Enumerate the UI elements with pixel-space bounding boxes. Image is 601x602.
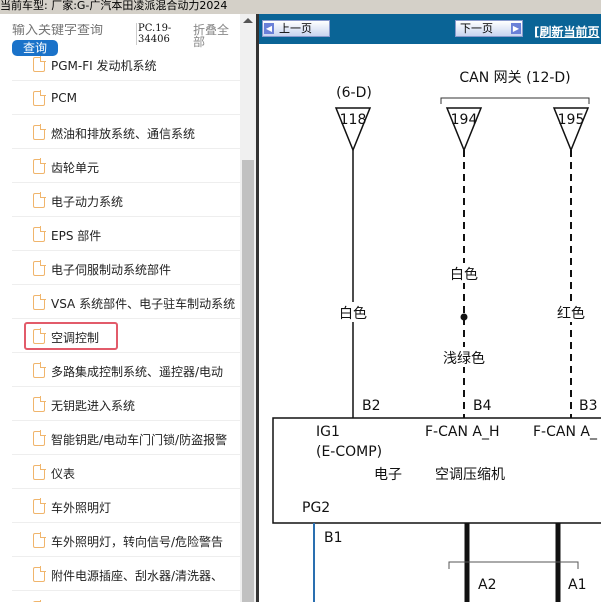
prev-label: 上一页 xyxy=(279,22,312,35)
tree-item-label: 仪表 xyxy=(51,467,76,481)
tree-item-label: 空调控制 xyxy=(51,331,100,345)
document-icon xyxy=(33,430,46,446)
wire-color: 红色 xyxy=(557,305,585,322)
ecomp-label: (E-COMP) xyxy=(316,444,382,460)
wire-color: 白色 xyxy=(339,305,367,322)
fcan-l-label: F-CAN A_ xyxy=(533,424,598,440)
document-icon xyxy=(33,260,46,276)
next-label: 下一页 xyxy=(460,22,493,35)
tree-item-label: 智能钥匙/电动车门门锁/防盗报警 xyxy=(51,433,228,447)
document-icon xyxy=(33,226,46,242)
tree-item-label: 电子动力系统 xyxy=(51,195,124,209)
document-icon xyxy=(33,124,46,140)
wire-color: 白色 xyxy=(450,266,478,283)
document-icon xyxy=(33,362,46,378)
pin-a1: A1 xyxy=(568,577,586,593)
selection-highlight xyxy=(24,322,118,350)
tree-item-label: VSA 系统部件、电子驻车制动系统 xyxy=(51,297,236,311)
document-icon xyxy=(33,464,46,480)
document-icon xyxy=(33,56,46,72)
tree-item-label: EPS 部件 xyxy=(51,229,102,243)
document-icon xyxy=(33,158,46,174)
component-name: 空调压缩机 xyxy=(435,467,505,483)
tree-item-label: 车外照明灯 xyxy=(51,501,112,515)
gateway-bracket xyxy=(440,97,590,104)
tree-item-label: 多路集成控制系统、遥控器/电动 xyxy=(51,365,224,379)
scroll-thumb[interactable] xyxy=(242,160,254,602)
document-icon xyxy=(33,498,46,514)
pin-a2: A2 xyxy=(478,577,496,593)
pin-b3: B3 xyxy=(579,398,598,414)
tree-item-label: 车外照明灯，转向信号/危险警告 xyxy=(51,535,224,549)
pin-b4: B4 xyxy=(473,398,492,414)
ig1-label: IG1 xyxy=(316,424,340,440)
prev-page-button[interactable]: ◀ 上一页 xyxy=(262,20,330,37)
collapse-all-button[interactable]: 折叠全部 xyxy=(193,23,230,49)
document-icon xyxy=(33,566,46,582)
pin-b2: B2 xyxy=(362,398,381,414)
pg2-label: PG2 xyxy=(302,500,330,516)
arrow-left-icon: ◀ xyxy=(264,23,274,34)
component-name: 电子 xyxy=(374,467,402,483)
ref-label: (6-D) xyxy=(336,85,372,101)
tree-item-label: 燃油和排放系统、通信系统 xyxy=(51,127,196,141)
document-code: PC.19-34406 xyxy=(136,23,176,45)
connector-bracket xyxy=(448,561,579,569)
tree-item[interactable]: EPS 部件 xyxy=(12,217,242,251)
gateway-label: CAN 网关 (12-D) xyxy=(459,70,570,86)
sidebar: 查询 PC.19-34406 折叠全部 PGM-FI 发动机系统 PCM 燃油和排放… xyxy=(0,14,256,602)
search-input[interactable] xyxy=(12,24,132,38)
terminal-118: 118 xyxy=(340,112,367,128)
tree-item[interactable]: 附件电源插座、刮水器/清洗器、 xyxy=(12,557,242,591)
tree-item[interactable]: PGM-FI 发动机系统 xyxy=(12,47,242,81)
document-icon xyxy=(33,90,46,106)
page-toolbar: ◀ 上一页 下一页 ▶ [刷新当前页 xyxy=(259,14,601,44)
terminal-triangle xyxy=(334,107,372,152)
search-button[interactable]: 查询 xyxy=(12,40,58,56)
scroll-up-icon[interactable] xyxy=(243,18,253,23)
splice-dot xyxy=(460,313,468,321)
tree-item[interactable]: PCM xyxy=(12,81,242,115)
tree-item[interactable]: 车外照明灯，转向信号/危险警告 xyxy=(12,523,242,557)
tree-item[interactable]: 车外照明灯 xyxy=(12,489,242,523)
tree-item[interactable]: 多路集成控制系统、遥控器/电动 xyxy=(12,353,242,387)
tree-item-label: PCM xyxy=(51,91,77,105)
splitter[interactable] xyxy=(256,14,259,602)
tree-item[interactable]: VSA 系统部件、电子驻车制动系统 xyxy=(12,285,242,319)
tree-item[interactable]: 智能钥匙/电动车门门锁/防盗报警 xyxy=(12,421,242,455)
tree-item[interactable]: 车内照明灯 xyxy=(12,591,242,602)
document-icon xyxy=(33,294,46,310)
terminal-194: 194 xyxy=(451,112,478,128)
tree-item-label: 无钥匙进入系统 xyxy=(51,399,136,413)
document-icon xyxy=(33,328,46,344)
terminal-triangle xyxy=(445,107,483,152)
scrollbar[interactable] xyxy=(240,14,256,602)
tree-item[interactable]: 空调控制 xyxy=(12,319,242,353)
component-box xyxy=(272,417,601,524)
document-icon xyxy=(33,192,46,208)
terminal-triangle xyxy=(552,107,590,152)
refresh-link[interactable]: [刷新当前页 xyxy=(534,25,600,39)
tree-item[interactable]: 齿轮单元 xyxy=(12,149,242,183)
tree-item[interactable]: 仪表 xyxy=(12,455,242,489)
pin-b1: B1 xyxy=(324,530,343,546)
terminal-195: 195 xyxy=(558,112,585,128)
arrow-right-icon: ▶ xyxy=(511,23,521,34)
document-icon xyxy=(33,396,46,412)
wire-color: 浅绿色 xyxy=(443,350,485,367)
tree-item-label: 齿轮单元 xyxy=(51,161,100,175)
next-page-button[interactable]: 下一页 ▶ xyxy=(455,20,523,37)
tree-item-label: 附件电源插座、刮水器/清洗器、 xyxy=(51,569,224,583)
tree-item-label: PGM-FI 发动机系统 xyxy=(51,59,157,73)
fcan-h-label: F-CAN A_H xyxy=(425,424,499,440)
tree-item[interactable]: 燃油和排放系统、通信系统 xyxy=(12,115,242,149)
tree-item[interactable]: 电子动力系统 xyxy=(12,183,242,217)
tree-item[interactable]: 无钥匙进入系统 xyxy=(12,387,242,421)
tree-item[interactable]: 电子伺服制动系统部件 xyxy=(12,251,242,285)
tree-item-label: 电子伺服制动系统部件 xyxy=(51,263,172,277)
vehicle-info-bar: 当前车型: 厂家:G-广汽本田凌派混合动力2024 xyxy=(0,0,601,14)
wiring-diagram: (6-D) CAN 网关 (12-D) 118 194 195 白色 白色 浅绿… xyxy=(272,70,601,602)
document-icon xyxy=(33,532,46,548)
